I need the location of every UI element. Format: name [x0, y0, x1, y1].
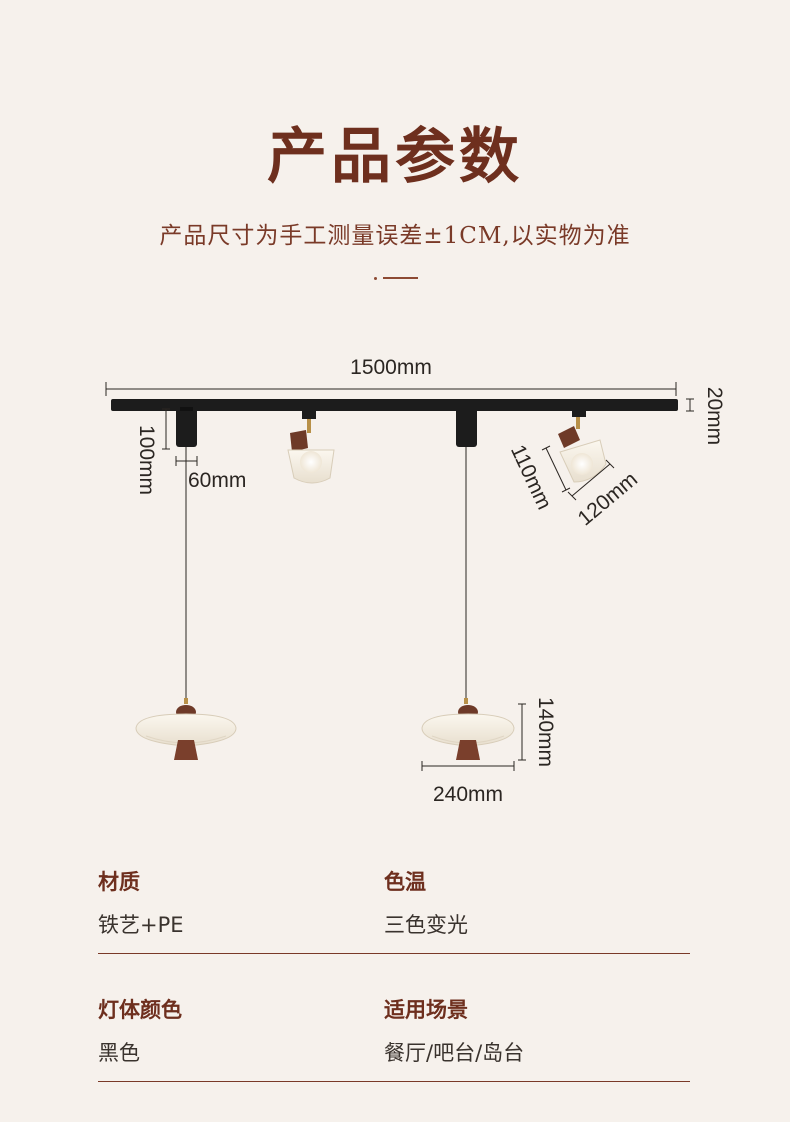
page-title: 产品参数	[267, 122, 523, 192]
spec-material: 材质 铁艺+PE	[98, 862, 184, 948]
track-height-dimension: 20mm	[686, 387, 726, 445]
pendant-lamp-2	[421, 698, 515, 760]
spec-value: 餐厅/吧台/岛台	[384, 1041, 525, 1065]
spec-body-color: 灯体颜色 黑色	[98, 990, 182, 1076]
spec-row: 灯体颜色 黑色 适用场景 餐厅/吧台/岛台	[98, 990, 690, 1118]
spec-value: 黑色	[98, 1041, 140, 1065]
spotlight-2	[558, 407, 607, 483]
track-length-dimension: 1500mm	[105, 356, 677, 396]
dimension-diagram: 1500mm 20mm 100mm 60mm	[105, 356, 726, 806]
pendant-height-dimension: 140mm	[518, 697, 557, 767]
adapter-2	[456, 407, 477, 447]
pendant-width-dimension: 240mm	[421, 761, 515, 806]
spec-label: 灯体颜色	[98, 998, 182, 1022]
spec-divider	[98, 1081, 690, 1082]
spec-color-temperature: 色温 三色变光	[384, 862, 468, 948]
adapter-1	[176, 407, 197, 447]
spec-label: 材质	[98, 870, 140, 894]
spec-row: 材质 铁艺+PE 色温 三色变光	[98, 862, 690, 990]
spec-application: 适用场景 餐厅/吧台/岛台	[384, 990, 524, 1076]
divider-mark	[374, 276, 418, 280]
spec-value: 三色变光	[384, 913, 468, 937]
dim-track-height: 20mm	[703, 387, 726, 445]
page-subtitle: 产品尺寸为手工测量误差±1CM,以实物为准	[159, 223, 631, 249]
adapter-height-dimension: 100mm	[135, 408, 170, 495]
spec-table: 材质 铁艺+PE 色温 三色变光 灯体颜色 黑色 适用场景 餐厅/吧台/岛台	[98, 862, 690, 1118]
spec-label: 适用场景	[384, 998, 468, 1022]
dim-pendant-width: 240mm	[433, 783, 503, 806]
track-rail	[111, 399, 678, 411]
spotlight-1	[287, 407, 335, 484]
dim-adapter-width: 60mm	[188, 469, 246, 492]
dim-adapter-height: 100mm	[135, 425, 158, 495]
dim-pendant-height: 140mm	[534, 697, 557, 767]
dim-track-length: 1500mm	[350, 356, 432, 379]
pendant-lamp-1	[135, 698, 237, 760]
spec-label: 色温	[384, 870, 426, 894]
adapter-width-dimension: 60mm	[175, 456, 246, 492]
spec-value: 铁艺+PE	[98, 913, 184, 937]
spec-divider	[98, 953, 690, 954]
